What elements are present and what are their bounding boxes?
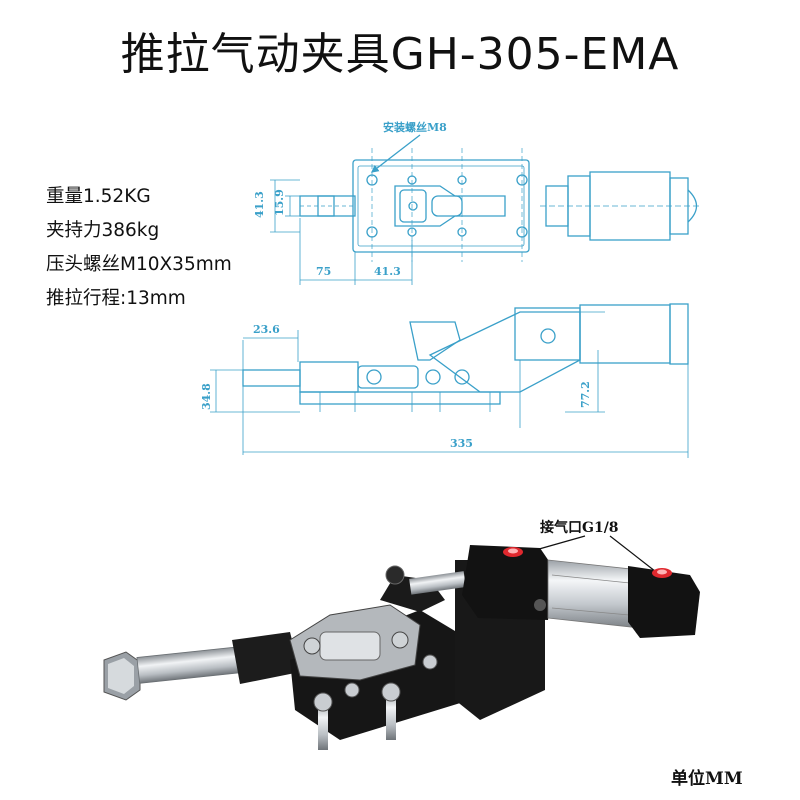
spec-weight: 重量1.52KG xyxy=(46,186,151,207)
dim-total-length: 335 xyxy=(450,437,473,450)
product-photo: 接气口G1/8 xyxy=(103,519,700,750)
page-title: 推拉气动夹具GH-305-EMA xyxy=(120,29,680,80)
dim-side-top: 23.6 xyxy=(253,323,280,336)
dim-height-left: 34.8 xyxy=(200,383,213,410)
spec-list: 重量1.52KG 夹持力386kg 压头螺丝M10X35mm 推拉行程:13mm xyxy=(46,180,232,316)
dim-height-right: 77.2 xyxy=(579,381,592,408)
air-port-label: 接气口G1/8 xyxy=(540,519,619,536)
dim-height-outer: 41.3 xyxy=(253,191,266,218)
spec-clamp-force: 夹持力386kg xyxy=(46,220,160,241)
side-view-drawing: 23.6 34.8 77.2 335 xyxy=(200,303,689,458)
dim-length-right: 41.3 xyxy=(374,265,401,278)
spec-stroke: 推拉行程:13mm xyxy=(46,288,186,309)
spec-press-screw: 压头螺丝M10X35mm xyxy=(46,254,232,275)
unit-label: 单位MM xyxy=(671,769,743,789)
dim-height-inner: 15.9 xyxy=(273,189,286,216)
mount-screw-label: 安装螺丝M8 xyxy=(383,120,447,134)
top-view-drawing: 安装螺丝M8 xyxy=(253,120,700,285)
dim-length-left: 75 xyxy=(316,265,331,278)
